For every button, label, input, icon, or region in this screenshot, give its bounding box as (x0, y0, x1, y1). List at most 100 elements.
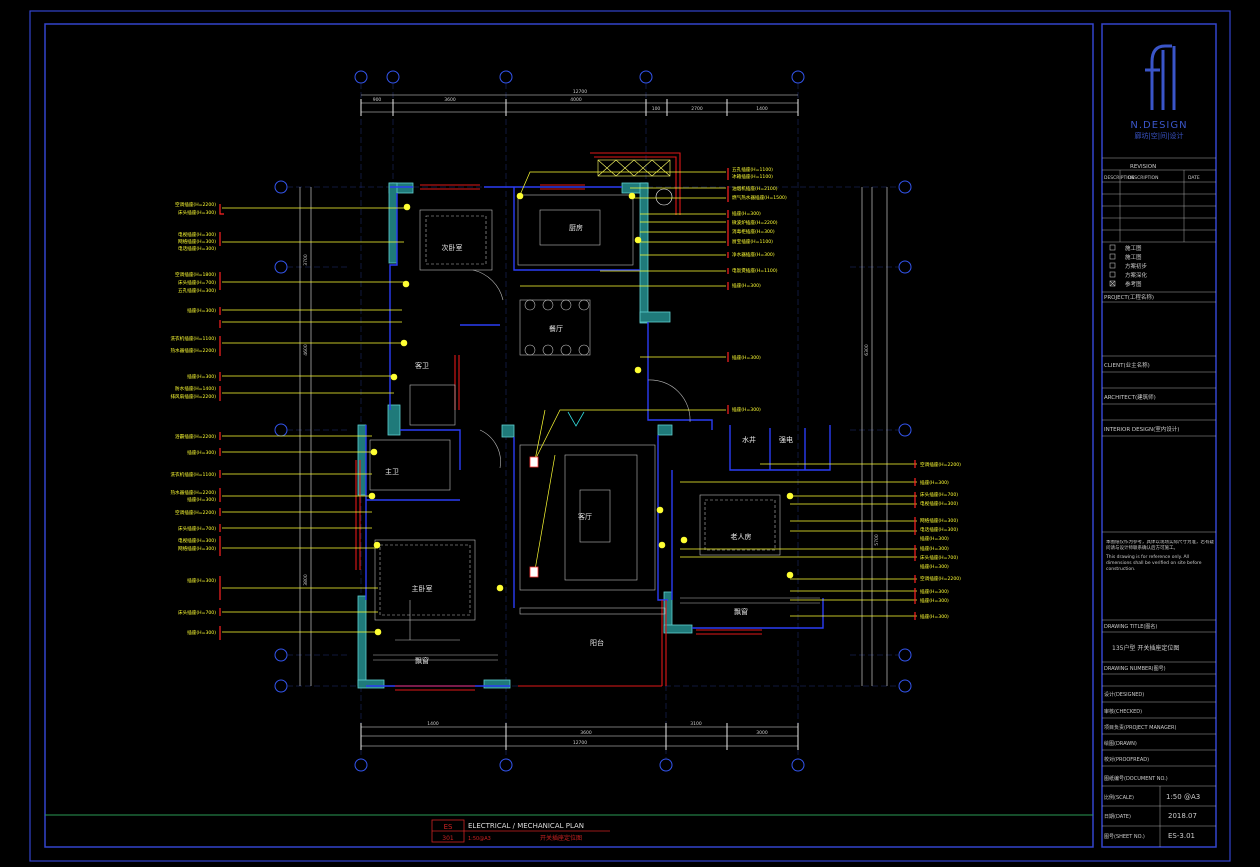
right-top-label: 消毒柜插座(H=300) (732, 228, 775, 235)
logo-name: N.DESIGN (1130, 120, 1187, 131)
label-brackets (219, 168, 916, 640)
exhaust-vent (655, 188, 673, 206)
dim-right-2: 5700 (874, 534, 880, 546)
checkbox-1[interactable] (1109, 244, 1116, 251)
project-label: PROJECT(工程名称) (1104, 293, 1154, 301)
dim-overall-bottom: 12700 (573, 740, 587, 746)
left-label: 床头插座(H=700) (178, 279, 216, 286)
row-checked: 审核(CHECKED) (1104, 708, 1142, 715)
room-kitchen: 厨房 (569, 223, 583, 232)
room-bay-window: 飘窗 (415, 656, 429, 665)
right-top-label: 电饭煲插座(H=1100) (732, 267, 778, 274)
left-label: 床头插座(H=700) (178, 525, 216, 532)
right-top-label: 五孔插座(H=1100) (732, 166, 773, 173)
left-label: 网络插座(H=300) (178, 238, 216, 245)
dim-bottom-1: 1400 (427, 721, 439, 727)
row-document: 图纸编号(DOCUMENT NO.) (1104, 775, 1168, 782)
drawing-title: 135户型 开关插座定位图 (1112, 644, 1179, 652)
right-bottom-label: 床头插座(H=700) (920, 554, 958, 561)
dim-left-3: 3800 (303, 574, 309, 586)
row-designed: 设计(DESIGNED) (1104, 691, 1144, 698)
scale-value: 1:50 @A3 (1166, 793, 1200, 801)
left-label: 空调插座(H=1800) (175, 271, 216, 278)
right-top-label: 微波炉插座(H=2200) (732, 219, 778, 226)
right-top-label: 厨宝插座(H=1100) (732, 238, 773, 245)
right-top-label: 插座(H=300) (732, 282, 761, 289)
left-label: 空调插座(H=2200) (175, 201, 216, 208)
left-label: 插座(H=300) (187, 496, 216, 503)
checkbox-3-label: 方案初步 (1125, 262, 1148, 270)
right-bottom-label: 床头插座(H=700) (920, 491, 958, 498)
checkbox-1-label: 施工图 (1125, 244, 1142, 252)
left-label: 网络插座(H=300) (178, 545, 216, 552)
right-bottom-label: 网络插座(H=300) (920, 517, 958, 524)
dim-top-4: 100 (652, 106, 661, 112)
row-manager: 项目负责(PROJECT MANAGER) (1104, 724, 1176, 731)
walls (365, 186, 831, 687)
left-labels: 空调插座(H=2200) 床头插座(H=300) 电视插座(H=300) 网络插… (170, 201, 216, 636)
drawing-frame (44, 23, 1094, 848)
date-value: 2018.07 (1168, 812, 1197, 820)
checkbox-4[interactable] (1109, 271, 1116, 278)
dim-left-1: 3700 (303, 254, 309, 266)
row-drawn: 绘图(DRAWN) (1104, 740, 1137, 747)
left-label: 插座(H=300) (187, 307, 216, 314)
left-label: 五孔插座(H=300) (178, 287, 216, 294)
right-mid-label: 插座(H=300) (732, 354, 761, 361)
right-top-label: 净水器插座(H=300) (732, 251, 775, 258)
right-bottom-label: 电话插座(H=300) (920, 526, 958, 533)
right-top-labels: 五孔插座(H=1100) 冰箱插座(H=1100) 油烟机插座(H=2100) … (732, 166, 787, 413)
checkbox-5[interactable] (1109, 280, 1116, 287)
interior-label: INTERIOR DESIGN(室内设计) (1104, 425, 1179, 433)
plan-code-top: ES (444, 823, 453, 831)
dim-right-1: 6300 (864, 344, 870, 356)
dim-left-2: 4600 (303, 344, 309, 356)
dim-bottom-2: 3600 (580, 730, 592, 736)
checkbox-5-label: 参考图 (1125, 280, 1142, 288)
grid-axes (274, 70, 912, 772)
dim-top-5: 2700 (691, 106, 703, 112)
plan-title-scale: 1:50@A3 (468, 836, 491, 842)
row-proofread: 校对(PROOFREAD) (1104, 756, 1149, 763)
leader-lines (222, 171, 917, 633)
left-label: 插座(H=300) (187, 449, 216, 456)
left-label: 插座(H=300) (187, 373, 216, 380)
grid-lines (287, 83, 899, 759)
plan-title-en: ELECTRICAL / MECHANICAL PLAN (468, 822, 584, 830)
checkbox-4-label: 方案深化 (1125, 271, 1148, 279)
right-top-label: 燃气热水器插座(H=1500) (732, 194, 787, 201)
right-bottom-label: 空调插座(H=2200) (920, 575, 961, 582)
furniture (369, 194, 781, 641)
right-top-label: 冰箱插座(H=1100) (732, 173, 773, 180)
dim-top-2: 3600 (444, 97, 456, 103)
right-bottom-label: 插座(H=300) (920, 545, 949, 552)
plan-title-cn: 开关插座定位图 (540, 834, 582, 842)
right-bottom-label: 插座(H=300) (920, 597, 949, 604)
room-guest-bath: 客卫 (415, 361, 429, 370)
dim-overall-top: 12700 (573, 89, 587, 95)
right-bottom-label: 插座(H=300) (920, 535, 949, 542)
sheet-value: ES-3.01 (1168, 832, 1195, 840)
status-checkboxes: 施工图 施工图 方案初步 方案深化 参考图 (1109, 244, 1148, 288)
room-master-bath: 主卫 (385, 467, 399, 476)
right-bottom-labels: 空调插座(H=2200) 插座(H=300) 床头插座(H=700) 电视插座(… (920, 461, 961, 620)
panel-boxes (529, 456, 539, 578)
checkbox-3[interactable] (1109, 262, 1116, 269)
left-label: 热水器插座(H=2200) (170, 347, 216, 354)
room-elderly: 老人房 (731, 532, 752, 541)
notes-en: This drawing is for reference only. All … (1106, 555, 1202, 572)
right-bottom-label: 插座(H=300) (920, 613, 949, 620)
left-label: 插座(H=300) (187, 577, 216, 584)
dim-top-6: 1400 (756, 106, 768, 112)
architect-label: ARCHITECT(建筑师) (1104, 393, 1156, 401)
left-label: 电话插座(H=300) (178, 245, 216, 252)
left-label: 床头插座(H=700) (178, 609, 216, 616)
room-dining: 餐厅 (549, 324, 563, 333)
revision-col-3: DATE (1188, 175, 1200, 181)
checkbox-2[interactable] (1109, 253, 1116, 260)
sheet-label: 图号(SHEET NO.) (1104, 834, 1145, 840)
left-label: 防水插座(H=1400) (175, 385, 216, 392)
title-block: N.DESIGN 廊坊|空|间|设计 REVISION DESCRIPTION … (1101, 23, 1217, 848)
plan-title: ES 301 ELECTRICAL / MECHANICAL PLAN 开关插座… (431, 819, 610, 843)
